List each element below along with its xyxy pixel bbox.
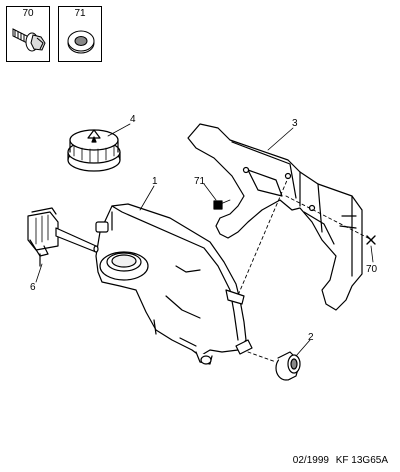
- filler-cap: [67, 129, 121, 172]
- callout-tank: 1: [152, 176, 158, 187]
- inset-part-71: 71: [58, 6, 102, 62]
- callout-level-sensor: 6: [30, 282, 36, 293]
- callout-grommet: 2: [308, 332, 314, 343]
- inset-number-70: 70: [22, 8, 34, 19]
- callout-bracket: 3: [292, 118, 298, 129]
- footer-date: 02/1999: [292, 455, 329, 466]
- washer-icon: [67, 30, 95, 54]
- expansion-tank: [95, 203, 253, 365]
- callout-bracket-washer: 71: [194, 176, 206, 187]
- flange-bolt-icon: [12, 28, 46, 52]
- inset-number-71: 71: [74, 8, 86, 19]
- callout-bracket-bolt: 70: [366, 264, 378, 275]
- bracket-bolt-marker: [366, 235, 376, 245]
- grommet: [275, 351, 301, 381]
- level-sensor: [27, 207, 99, 267]
- inset-part-70: 70: [6, 6, 50, 62]
- callout-filler-cap: 4: [130, 114, 136, 125]
- reference-footer: 02/1999 KF 13G65A: [289, 455, 388, 466]
- footer-reference: KF 13G65A: [335, 455, 388, 466]
